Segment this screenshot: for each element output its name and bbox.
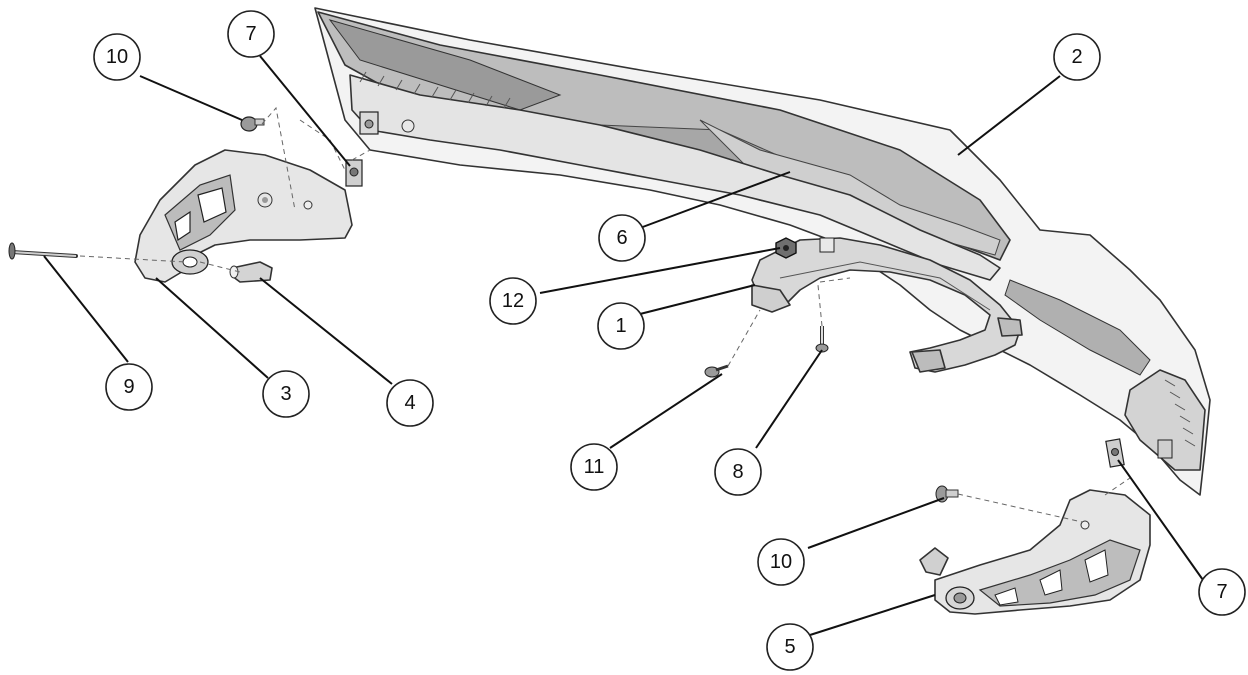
callout-2: 2	[1053, 33, 1101, 81]
callout-10-top: 10	[93, 33, 141, 81]
callout-label: 2	[1071, 46, 1082, 68]
callout-6: 6	[598, 214, 646, 262]
screw-top-left	[240, 116, 265, 132]
callout-9: 9	[105, 363, 153, 411]
callout-label: 6	[616, 227, 627, 249]
spacer	[229, 261, 273, 283]
callout-label: 8	[732, 461, 743, 483]
callout-7-top: 7	[227, 10, 275, 58]
callout-11: 11	[570, 443, 618, 491]
callout-label: 4	[404, 392, 415, 414]
callout-label: 7	[245, 23, 256, 45]
screw-8	[815, 326, 829, 353]
leader-lines	[43, 55, 1204, 636]
callout-8: 8	[714, 448, 762, 496]
callout-1: 1	[597, 302, 645, 350]
callout-12: 12	[489, 277, 537, 325]
callout-label: 10	[770, 551, 792, 573]
callout-3: 3	[262, 370, 310, 418]
callout-label: 9	[123, 376, 134, 398]
callout-label: 7	[1216, 581, 1227, 603]
callout-label: 12	[502, 290, 524, 312]
long-bolt	[8, 242, 78, 260]
callout-label: 11	[584, 456, 605, 478]
callout-7-bottom: 7	[1198, 568, 1246, 616]
front-panel	[314, 7, 1211, 496]
callout-4: 4	[386, 379, 434, 427]
callout-5: 5	[766, 623, 814, 671]
right-side-bracket	[919, 489, 1151, 615]
clip-nut-right	[1105, 438, 1125, 468]
callout-label: 10	[106, 46, 128, 68]
callout-label: 1	[615, 315, 626, 337]
left-side-bracket	[134, 149, 353, 283]
center-bracket	[751, 237, 1023, 373]
clip-nut-left	[345, 159, 363, 187]
callout-10-bottom: 10	[757, 538, 805, 586]
screw-11	[704, 364, 729, 378]
screw-lower	[935, 485, 959, 503]
callouts: 10 7 2 6 12 1 9 3	[93, 10, 1246, 671]
callout-label: 5	[784, 636, 795, 658]
hex-nut	[775, 237, 797, 259]
callout-label: 3	[280, 383, 291, 405]
